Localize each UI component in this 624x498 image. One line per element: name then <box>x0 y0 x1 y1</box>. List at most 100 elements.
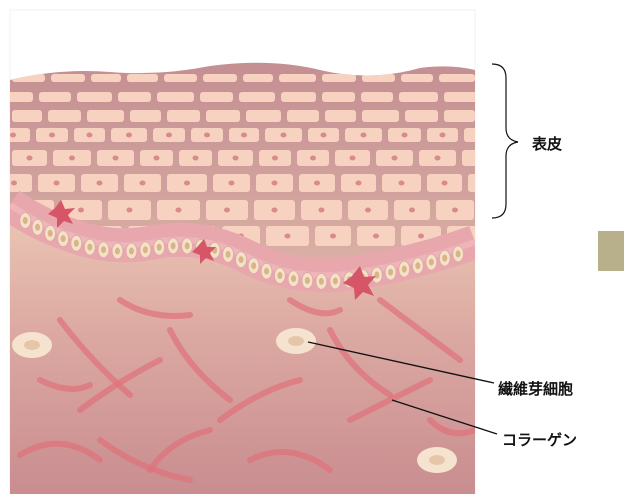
oval-cell-icon <box>276 328 316 354</box>
epidermal-cell <box>124 174 161 192</box>
collagen-label: コラーゲン <box>502 431 578 449</box>
collagen-fiber <box>247 449 333 473</box>
epidermal-cell <box>206 110 240 122</box>
epidermal-cell <box>12 150 47 166</box>
epidermal-cell <box>36 128 68 142</box>
epidermal-cell <box>388 128 421 142</box>
epidermal-cell <box>200 92 233 102</box>
basal-cell <box>384 263 397 281</box>
epidermal-cell <box>256 174 293 192</box>
collagen-fiber <box>77 357 163 413</box>
epidermal-cell <box>77 92 112 102</box>
basal-cell <box>97 241 110 259</box>
epidermal-cell <box>157 200 200 220</box>
epidermal-cell <box>91 74 121 82</box>
epidermal-cell <box>81 174 118 192</box>
basal-cell <box>411 257 424 275</box>
epidermal-cell <box>468 174 475 192</box>
epidermal-cell <box>444 92 475 102</box>
epidermal-cell <box>153 128 185 142</box>
basal-cell <box>247 257 260 275</box>
basal-cell <box>125 242 138 260</box>
epidermal-cell <box>191 128 223 142</box>
epidermal-cell <box>87 110 124 122</box>
epidermal-cell <box>213 174 250 192</box>
star-cell-icon <box>343 266 376 300</box>
epidermal-cell <box>48 110 81 122</box>
basal-cell <box>70 234 83 252</box>
epidermal-cell <box>345 128 382 142</box>
epidermal-cell <box>439 74 475 82</box>
melanocytes <box>48 200 376 300</box>
epidermal-cell <box>206 200 248 220</box>
epidermal-cell <box>348 200 388 220</box>
basal-cell <box>260 262 273 280</box>
collagen-fiber <box>147 427 213 473</box>
collagen-fiber <box>327 327 393 398</box>
epidermal-cell <box>39 92 71 102</box>
epidermal-cell <box>74 128 105 142</box>
collagen-fiber <box>97 437 193 483</box>
epidermal-cell <box>38 174 75 192</box>
collagen-fiber <box>217 377 303 423</box>
basal-cell <box>425 253 438 271</box>
epidermal-cell <box>179 150 212 166</box>
basal-cell <box>273 266 286 284</box>
basal-cell <box>452 245 465 263</box>
epidermal-cell <box>315 226 351 246</box>
oval-cell-icon <box>12 332 52 358</box>
basal-cell <box>139 241 152 259</box>
collagen-fiber <box>57 317 133 398</box>
epidermal-cell <box>60 200 102 220</box>
fibroblast-label: 繊維芽細胞 <box>498 380 574 398</box>
fibroblast-leader-line <box>307 341 495 384</box>
basal-cell <box>315 272 328 290</box>
epidermal-cell <box>427 174 462 192</box>
epidermal-cell <box>10 128 30 142</box>
basal-cell <box>167 237 180 255</box>
epidermal-cell <box>265 128 302 142</box>
epidermal-cell <box>362 74 395 82</box>
collagen-fiber <box>167 327 233 403</box>
epidermal-cell <box>10 92 33 102</box>
epidermal-cell <box>140 150 173 166</box>
epidermal-cell <box>401 74 433 82</box>
basal-cell <box>438 249 451 267</box>
epidermal-cell <box>405 110 438 122</box>
epidermis-bracket <box>491 63 519 219</box>
star-cell-icon <box>48 200 75 228</box>
epidermal-cell <box>118 92 151 102</box>
epidermis-label: 表皮 <box>532 135 563 153</box>
epidermal-cell <box>464 128 475 142</box>
epidermal-cell <box>281 92 316 102</box>
basal-cell <box>31 218 44 236</box>
epidermal-cell <box>444 110 475 122</box>
epidermal-cell <box>203 74 237 82</box>
epidermal-cell <box>325 110 356 122</box>
epidermal-cell <box>254 200 295 220</box>
epidermal-cell <box>335 150 370 166</box>
epidermal-cell <box>130 110 161 122</box>
collagen-fiber <box>377 297 463 363</box>
basal-cell <box>181 237 194 255</box>
basal-cell <box>329 272 342 290</box>
epidermal-cell <box>361 92 393 102</box>
epidermal-cell <box>218 150 253 166</box>
basal-cell <box>83 238 96 256</box>
epidermal-cell <box>111 128 147 142</box>
epidermal-cell <box>246 110 281 122</box>
epidermal-cell <box>279 74 316 82</box>
collagen-fiber <box>117 297 193 319</box>
epidermal-cell <box>167 110 200 122</box>
epidermal-cell <box>10 174 32 192</box>
epidermal-cell <box>399 92 438 102</box>
collagen-fiber <box>347 377 433 423</box>
epidermal-cell <box>376 150 413 166</box>
basal-cell <box>287 270 300 288</box>
side-square <box>598 231 624 271</box>
epidermal-cell <box>308 128 339 142</box>
epidermal-cell <box>287 110 319 122</box>
collagen-fibers <box>17 297 475 483</box>
